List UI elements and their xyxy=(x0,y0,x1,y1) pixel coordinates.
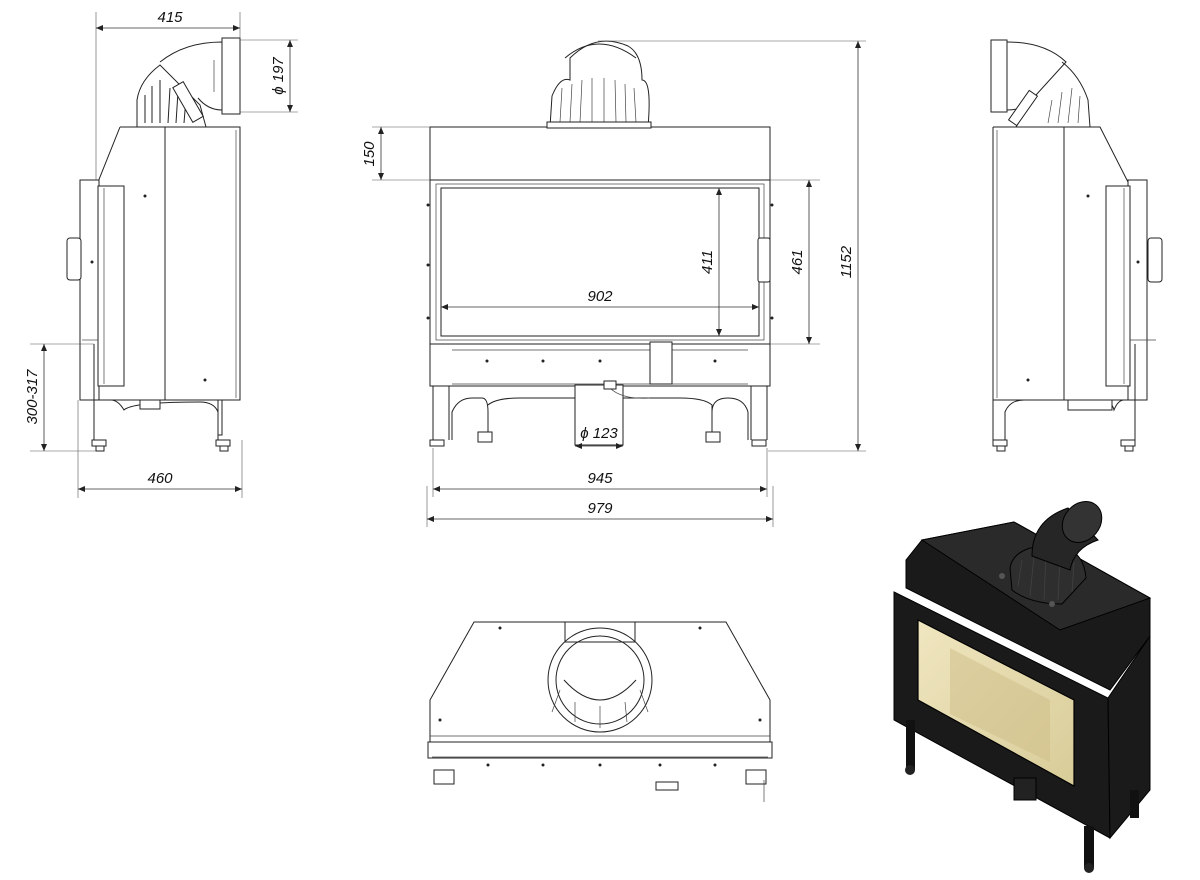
front-view: 150 411 461 1152 902 ϕ 123 945 979 xyxy=(361,40,866,527)
dim-label-979: 979 xyxy=(587,500,613,517)
dim-label-phi-197: ϕ 197 xyxy=(270,57,287,95)
left-side-view: 415 ϕ 197 300-317 460 xyxy=(24,9,298,498)
top-view xyxy=(427,621,773,802)
product-3d-illustration xyxy=(893,501,1152,873)
dim-label-902: 902 xyxy=(587,288,613,305)
dim-label-1152: 1152 xyxy=(838,245,855,278)
dim-label-phi-123: ϕ 123 xyxy=(580,425,618,442)
dim-label-945: 945 xyxy=(587,470,613,487)
dim-label-300-317: 300-317 xyxy=(24,369,41,425)
dim-label-411: 411 xyxy=(699,250,716,274)
dim-label-415: 415 xyxy=(157,9,183,26)
dim-label-460: 460 xyxy=(147,470,173,487)
dim-label-461: 461 xyxy=(789,249,806,274)
right-side-view xyxy=(990,39,1163,452)
dim-label-150: 150 xyxy=(361,141,378,167)
